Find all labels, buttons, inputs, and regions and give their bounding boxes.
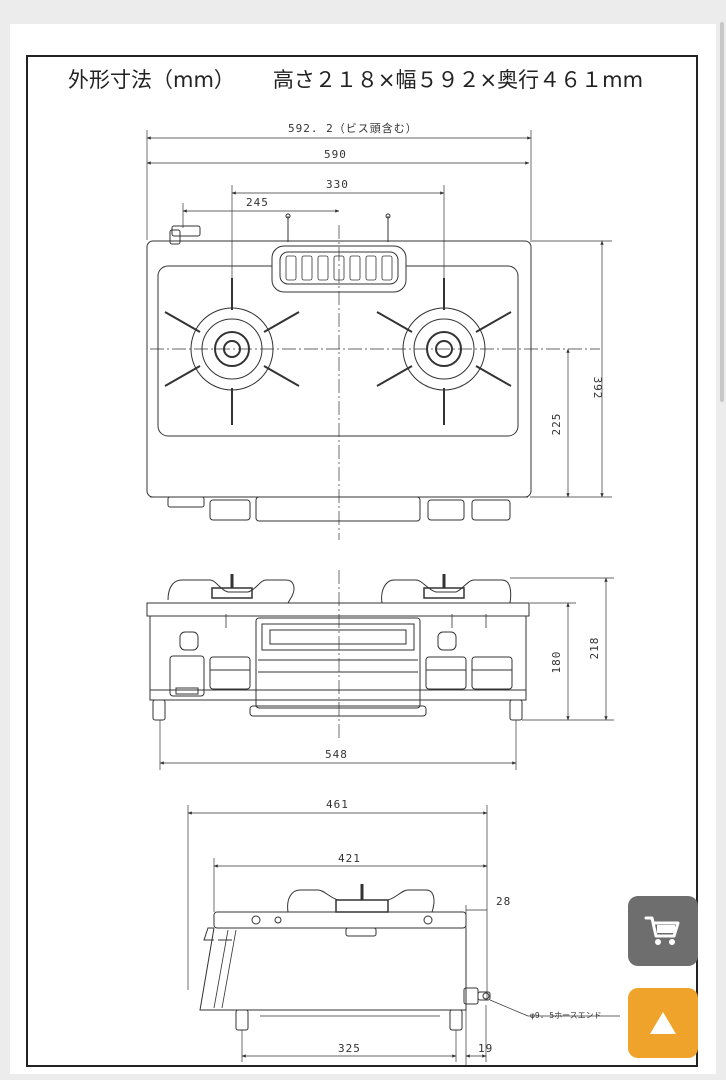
dim-front-leg-width: 548 [325, 748, 348, 761]
title-dimensions: 高さ２１８×幅５９２×奥行４６１mm [272, 68, 644, 92]
left-burner [164, 278, 300, 425]
dim-top-width: 590 [324, 148, 347, 161]
right-burner [376, 278, 512, 425]
dim-top-depth: 392 [591, 377, 604, 400]
front-view [146, 570, 614, 770]
drawing-title: 外形寸法（mm） 高さ２１８×幅５９２×奥行４６１mm [68, 64, 643, 94]
dim-burner-spacing: 330 [326, 178, 349, 191]
dim-front-height-body: 180 [550, 651, 563, 674]
dim-top-total: 592. 2（ビス頭含む） [288, 121, 418, 135]
side-view [187, 805, 620, 1065]
back-to-top-button[interactable] [628, 988, 698, 1058]
arrow-up-icon [650, 1012, 676, 1034]
dimension-labels: 592. 2（ビス頭含む） 590 330 245 392 225 180 21… [246, 121, 604, 1055]
scrollbar-thumb[interactable] [720, 22, 724, 402]
dim-side-leg: 325 [338, 1042, 361, 1055]
dim-front-height-total: 218 [588, 637, 601, 660]
dim-side-depth-total: 461 [326, 798, 349, 811]
dim-side-hose-offset: 19 [478, 1042, 493, 1055]
scrollbar[interactable] [718, 0, 726, 1080]
hose-note: φ9. 5ホースエンド [530, 1011, 602, 1020]
cart-icon [644, 916, 680, 945]
dim-burner-depth: 225 [550, 413, 563, 436]
dim-gas-inlet: 245 [246, 196, 269, 209]
dim-side-offset: 28 [496, 895, 511, 908]
cart-button[interactable] [628, 896, 698, 966]
top-view [146, 130, 612, 540]
dim-side-depth-body: 421 [338, 852, 361, 865]
title-label: 外形寸法（mm） [68, 68, 235, 92]
